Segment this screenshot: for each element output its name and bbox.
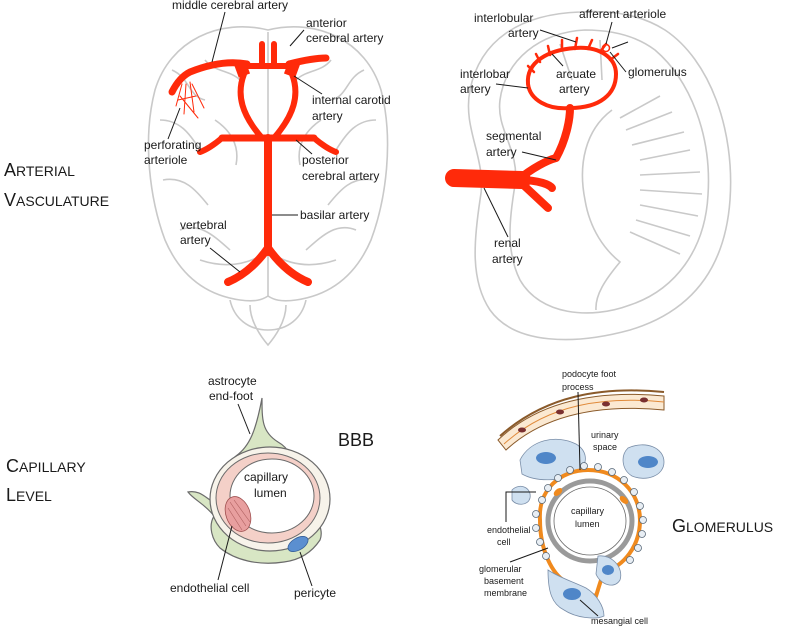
label-posterior-cerebral-2: cerebral artery bbox=[302, 169, 379, 183]
label-glom-endothelial-2: cell bbox=[497, 537, 511, 547]
kidney-labels: interlobular artery afferent arteriole g… bbox=[460, 7, 687, 266]
label-vertebral-artery-2: artery bbox=[180, 233, 211, 247]
label-endothelial-cell: endothelial cell bbox=[170, 581, 249, 595]
label-internal-carotid-1: internal carotid bbox=[312, 93, 391, 107]
label-glom-lumen-2: lumen bbox=[575, 519, 600, 529]
label-posterior-cerebral-1: posterior bbox=[302, 153, 349, 167]
label-renal-2: artery bbox=[492, 252, 523, 266]
label-afferent-arteriole: afferent arteriole bbox=[579, 7, 666, 21]
label-perforating-arteriole-2: arteriole bbox=[144, 153, 188, 167]
bbb-title: BBB bbox=[338, 430, 374, 450]
label-middle-cerebral-artery: middle cerebral artery bbox=[172, 0, 288, 12]
label-perforating-arteriole-1: perforating bbox=[144, 138, 201, 152]
bbb-diagram bbox=[186, 397, 331, 564]
label-gbm-1: glomerular bbox=[479, 564, 522, 574]
glomerulus-labels: GLOMERULUS podocyte foot process urinary… bbox=[479, 369, 773, 626]
bbb-labels: BBB astrocyte end-foot capillary lumen e… bbox=[170, 374, 374, 600]
label-bbb-lumen-1: capillary bbox=[244, 470, 288, 484]
label-segmental-2: artery bbox=[486, 145, 517, 159]
svg-text:ARTERIAL: ARTERIAL bbox=[4, 160, 75, 180]
label-anterior-cerebral-artery-2: cerebral artery bbox=[306, 31, 383, 45]
glomerulus-title: GLOMERULUS bbox=[672, 516, 773, 536]
label-gbm-2: basement bbox=[484, 576, 524, 586]
label-basilar-artery: basilar artery bbox=[300, 208, 369, 222]
label-pericyte: pericyte bbox=[294, 586, 336, 600]
row-label-capillary-level: CAPILLARY LEVEL bbox=[6, 456, 86, 505]
kidney-arteries bbox=[445, 36, 620, 212]
glomerulus-diagram bbox=[497, 389, 665, 619]
label-interlobar-2: artery bbox=[460, 82, 491, 96]
label-interlobular-2: artery bbox=[508, 26, 539, 40]
label-arcuate-1: arcuate bbox=[556, 67, 596, 81]
label-renal-1: renal bbox=[494, 236, 521, 250]
label-internal-carotid-2: artery bbox=[312, 109, 343, 123]
label-astrocyte-2: end-foot bbox=[209, 389, 254, 403]
label-interlobar-1: interlobar bbox=[460, 67, 510, 81]
label-glomerulus: glomerulus bbox=[628, 65, 687, 79]
label-segmental-1: segmental bbox=[486, 129, 541, 143]
label-anterior-cerebral-artery-1: anterior bbox=[306, 16, 347, 30]
label-glom-endothelial-1: endothelial bbox=[487, 525, 531, 535]
label-arcuate-2: artery bbox=[559, 82, 590, 96]
label-podocyte-1: podocyte foot bbox=[562, 369, 617, 379]
label-vertebral-artery-1: vertebral bbox=[180, 218, 227, 232]
svg-text:VASCULATURE: VASCULATURE bbox=[4, 190, 109, 210]
brain-arteries bbox=[168, 41, 339, 286]
label-podocyte-2: process bbox=[562, 382, 594, 392]
label-gbm-3: membrane bbox=[484, 588, 527, 598]
svg-text:LEVEL: LEVEL bbox=[6, 485, 52, 505]
kidney-outline bbox=[467, 10, 732, 341]
label-astrocyte-1: astrocyte bbox=[208, 374, 257, 388]
label-urinary-2: space bbox=[593, 442, 617, 452]
label-urinary-1: urinary bbox=[591, 430, 619, 440]
label-mesangial-cell: mesangial cell bbox=[591, 616, 648, 626]
label-bbb-lumen-2: lumen bbox=[254, 486, 287, 500]
label-interlobular-1: interlobular bbox=[474, 11, 533, 25]
svg-text:CAPILLARY: CAPILLARY bbox=[6, 456, 86, 476]
label-glom-lumen-1: capillary bbox=[571, 506, 605, 516]
brain-labels: middle cerebral artery anterior cerebral… bbox=[144, 0, 391, 273]
row-label-arterial-vasculature: ARTERIAL VASCULATURE bbox=[4, 160, 109, 210]
